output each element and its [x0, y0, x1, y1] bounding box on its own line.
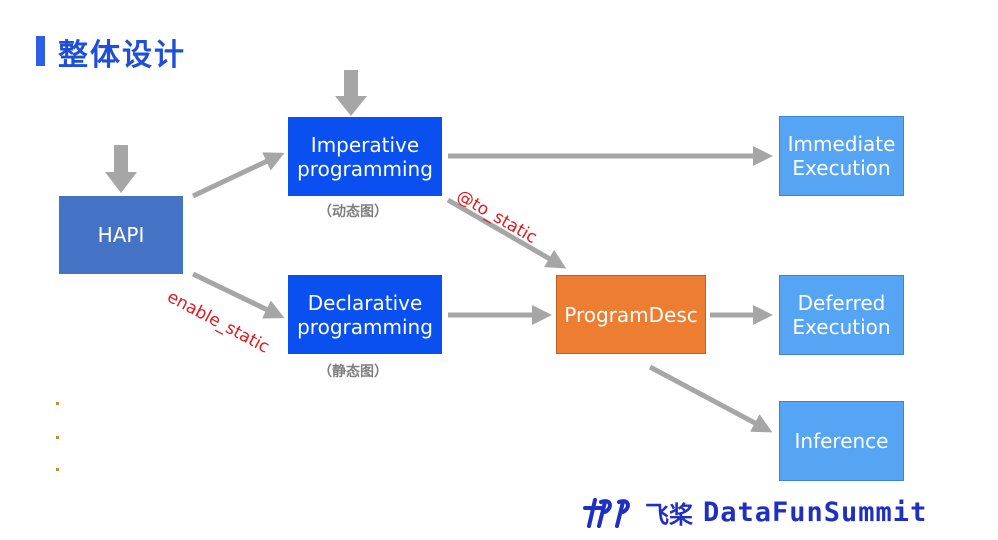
bullet-dot	[56, 468, 59, 471]
declarative-note: （静态图）	[318, 364, 388, 380]
bullet-dot	[56, 436, 59, 439]
node-immediate-execution: Immediate Execution	[779, 116, 904, 196]
page-title: 整体设计	[58, 38, 186, 73]
node-declarative-programming: Declarative programming	[288, 275, 442, 354]
node-program-desc: ProgramDesc	[556, 275, 706, 354]
paddle-logo-icon	[583, 498, 630, 528]
brand-cn-text: 飞桨	[645, 500, 693, 529]
brand-text: DataFunSummit	[703, 496, 928, 528]
node-inference: Inference	[779, 401, 904, 481]
arrow-imperative-programdesc	[446, 197, 567, 269]
brand-footer: 飞桨 DataFunSummit	[583, 492, 927, 532]
input-arrow-imperative	[335, 70, 367, 116]
input-arrow-hapi	[105, 145, 137, 193]
node-imperative-programming: Imperative programming	[288, 117, 442, 196]
node-hapi: HAPI	[59, 196, 183, 274]
arrow-hapi-imperative	[191, 152, 285, 199]
arrow-hapi-declarative	[191, 271, 285, 319]
bullet-dot	[56, 402, 59, 405]
imperative-note: （动态图）	[318, 204, 388, 220]
node-deferred-execution: Deferred Execution	[779, 275, 904, 355]
arrow-programdesc-inference	[648, 364, 773, 433]
title-accent-bar	[36, 36, 45, 66]
